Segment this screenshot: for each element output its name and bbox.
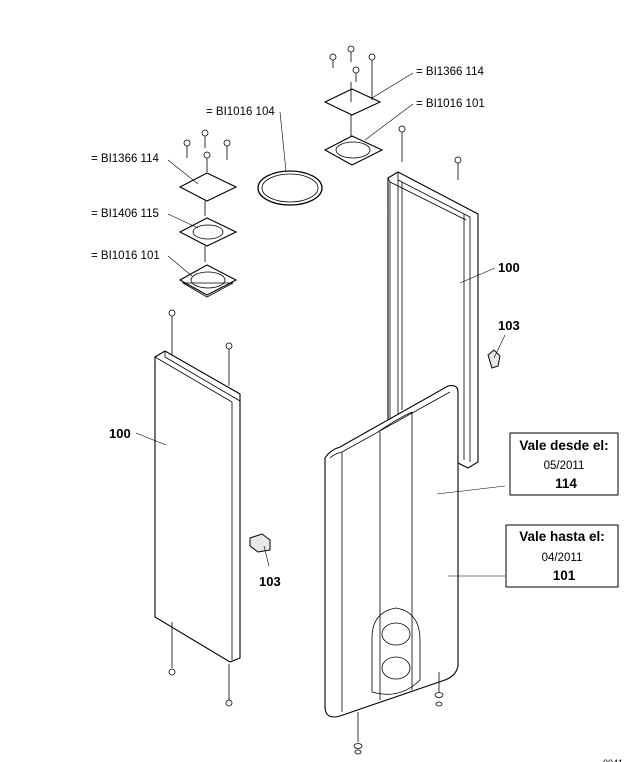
label-seal-d: = BI1406 115 <box>91 208 159 220</box>
seal-plate-left-middle <box>178 217 238 262</box>
valid-from-number: 114 <box>555 476 577 491</box>
seal-plate-top-right <box>323 69 382 116</box>
leader-lines <box>135 72 506 577</box>
valid-from-date: 05/2011 <box>544 460 585 472</box>
seal-ring-plate-top-right <box>323 115 384 166</box>
valid-until-number: 101 <box>553 568 576 583</box>
bottom-screws <box>353 672 444 755</box>
side-cover-left <box>154 350 241 663</box>
valid-until-date: 04/2011 <box>542 552 583 564</box>
label-cover-left: 100 <box>109 426 131 441</box>
drawing-code: 0041 <box>603 758 623 762</box>
o-ring-seal <box>257 170 323 206</box>
label-seal-c: = BI1366 114 <box>91 153 159 165</box>
label-cover-right: 100 <box>498 260 520 275</box>
top-screws-right <box>329 45 376 82</box>
label-seal-e: = BI1016 101 <box>91 250 160 262</box>
frame-screws <box>398 125 462 180</box>
label-clip-left: 103 <box>259 574 281 589</box>
clip-right <box>487 349 501 369</box>
clip-left <box>249 533 271 553</box>
label-clip-right: 103 <box>498 318 520 333</box>
label-seal-b: = BI1016 101 <box>416 98 485 110</box>
seal-plate-left-bottom <box>178 264 238 298</box>
top-screws-left <box>183 129 231 172</box>
valid-until-title: Vale hasta el: <box>519 529 605 544</box>
seal-plate-left-top <box>178 172 238 216</box>
front-cover <box>324 385 459 718</box>
valid-until-box: Vale hasta el: 04/2011 101 <box>505 524 619 588</box>
side-cover-screws <box>168 309 233 707</box>
valid-from-box: Vale desde el: 05/2011 114 <box>509 432 619 496</box>
valid-from-title: Vale desde el: <box>519 438 608 453</box>
label-seal-a: = BI1366 114 <box>416 66 484 78</box>
label-seal-ring: = BI1016 104 <box>206 106 275 118</box>
